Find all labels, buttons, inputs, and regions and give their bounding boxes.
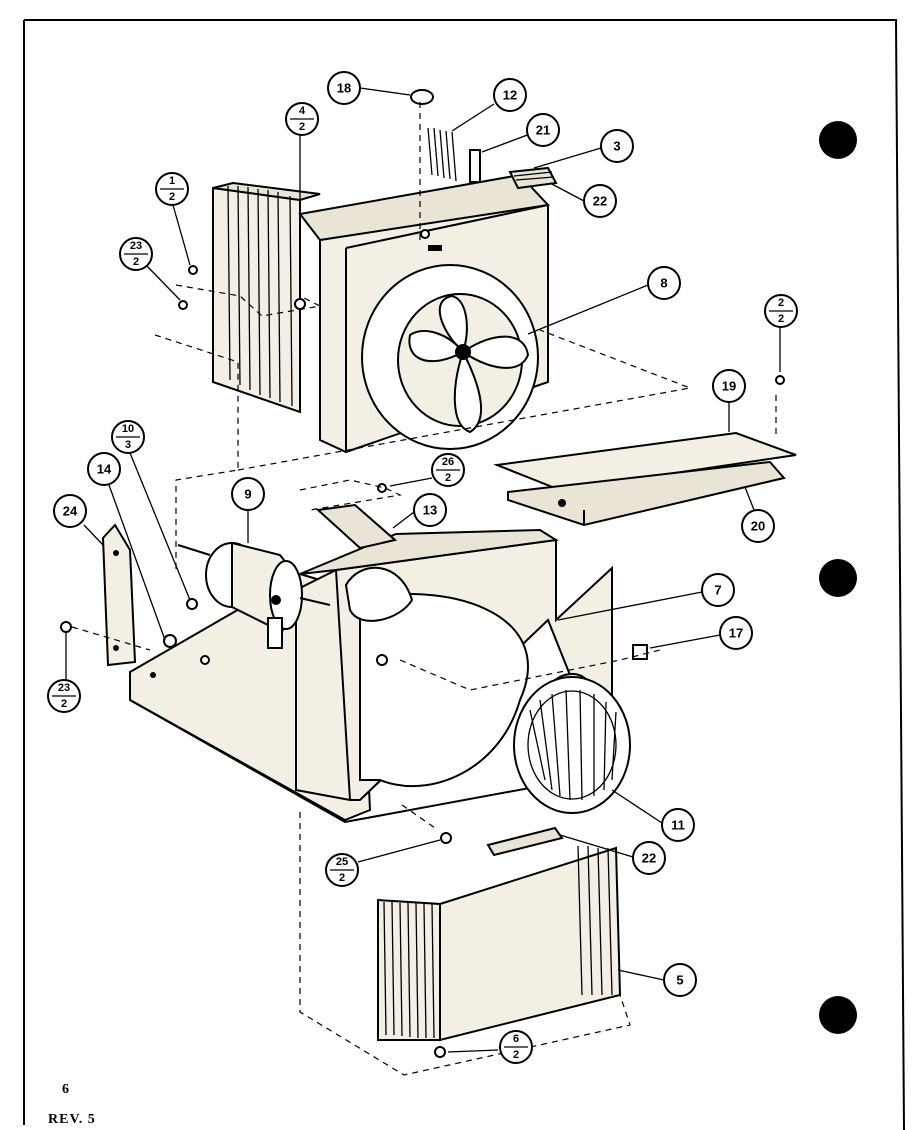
svg-text:3: 3 xyxy=(613,139,620,154)
svg-text:2: 2 xyxy=(513,1049,519,1061)
svg-text:18: 18 xyxy=(337,81,351,96)
callout-3: 3 xyxy=(600,129,634,163)
page-number: 6 xyxy=(62,1082,69,1097)
svg-text:23: 23 xyxy=(130,240,142,252)
svg-text:2: 2 xyxy=(778,297,784,309)
svg-text:8: 8 xyxy=(660,276,667,291)
callout-20: 20 xyxy=(741,509,775,543)
callout-21: 21 xyxy=(526,113,560,147)
top-brackets xyxy=(410,89,558,190)
svg-text:22: 22 xyxy=(593,194,607,209)
svg-text:13: 13 xyxy=(423,503,437,518)
callout-9: 9 xyxy=(231,477,265,511)
svg-text:19: 19 xyxy=(722,379,736,394)
binder-hole xyxy=(819,996,857,1034)
binder-holes xyxy=(819,121,857,1034)
mounting-plate xyxy=(315,483,398,550)
fraction-callout-6-2: 6 2 xyxy=(499,1030,533,1064)
svg-text:10: 10 xyxy=(122,423,134,435)
binder-hole xyxy=(819,121,857,159)
fraction-callout-1-2: 1 2 xyxy=(155,172,189,206)
svg-text:2: 2 xyxy=(169,191,175,203)
svg-text:26: 26 xyxy=(442,456,454,468)
fraction-callout-25-2: 25 2 xyxy=(325,853,359,887)
fraction-callout-4-2: 4 2 xyxy=(285,102,319,136)
fraction-callout-2-2: 2 2 xyxy=(764,294,798,328)
callout-12: 12 xyxy=(493,78,527,112)
revision-label: REV. 5 xyxy=(48,1112,96,1127)
svg-text:25: 25 xyxy=(336,856,348,868)
callout-18: 18 xyxy=(327,71,361,105)
callout-24: 24 xyxy=(53,494,87,528)
svg-text:12: 12 xyxy=(503,88,517,103)
condenser-fan-blade xyxy=(408,294,530,434)
fan-shroud xyxy=(298,173,551,454)
svg-text:2: 2 xyxy=(339,872,345,884)
blower-housing xyxy=(295,528,613,801)
callout-13: 13 xyxy=(413,493,447,527)
binder-hole xyxy=(819,559,857,597)
svg-text:2: 2 xyxy=(778,313,784,325)
leader-lines xyxy=(65,87,781,1053)
svg-text:6: 6 xyxy=(513,1033,519,1045)
callout-8: 8 xyxy=(647,266,681,300)
svg-text:24: 24 xyxy=(63,504,78,519)
svg-text:7: 7 xyxy=(714,583,721,598)
condenser-coil-upper xyxy=(178,181,321,414)
retaining-clip xyxy=(486,826,564,857)
top-cover-panel xyxy=(493,375,797,527)
fraction-callout-26-2: 26 2 xyxy=(431,453,465,487)
svg-text:22: 22 xyxy=(642,851,656,866)
motor-mount-bracket xyxy=(60,523,198,667)
svg-text:9: 9 xyxy=(244,487,251,502)
fraction-callout-10-3: 10 3 xyxy=(111,420,145,454)
page-border xyxy=(23,19,905,1130)
evaporator-coil xyxy=(377,832,622,1058)
svg-text:11: 11 xyxy=(671,818,685,833)
svg-text:2: 2 xyxy=(133,256,139,268)
svg-text:3: 3 xyxy=(125,439,131,451)
callout-22-bottom: 22 xyxy=(632,841,666,875)
svg-text:2: 2 xyxy=(61,698,67,710)
svg-text:20: 20 xyxy=(751,519,765,534)
svg-text:4: 4 xyxy=(299,105,306,117)
assembly-guide-lines xyxy=(71,102,777,1076)
screw xyxy=(632,644,648,660)
fraction-callout-23-2-upper: 23 2 xyxy=(119,237,153,271)
blower-wheel xyxy=(513,676,631,814)
svg-text:2: 2 xyxy=(299,121,305,133)
callout-11: 11 xyxy=(661,808,695,842)
callout-5: 5 xyxy=(663,963,697,997)
svg-text:2: 2 xyxy=(445,472,451,484)
svg-text:14: 14 xyxy=(97,462,112,477)
callout-22-top: 22 xyxy=(583,184,617,218)
fan-motor xyxy=(177,541,331,649)
callout-19: 19 xyxy=(712,369,746,403)
callout-7: 7 xyxy=(701,573,735,607)
svg-text:5: 5 xyxy=(676,973,683,988)
svg-text:21: 21 xyxy=(536,123,550,138)
callout-17: 17 xyxy=(719,616,753,650)
svg-text:17: 17 xyxy=(729,626,743,641)
svg-text:1: 1 xyxy=(169,175,175,187)
svg-text:23: 23 xyxy=(58,682,70,694)
fraction-callout-23-2-lower: 23 2 xyxy=(47,679,81,713)
callout-14: 14 xyxy=(87,452,121,486)
